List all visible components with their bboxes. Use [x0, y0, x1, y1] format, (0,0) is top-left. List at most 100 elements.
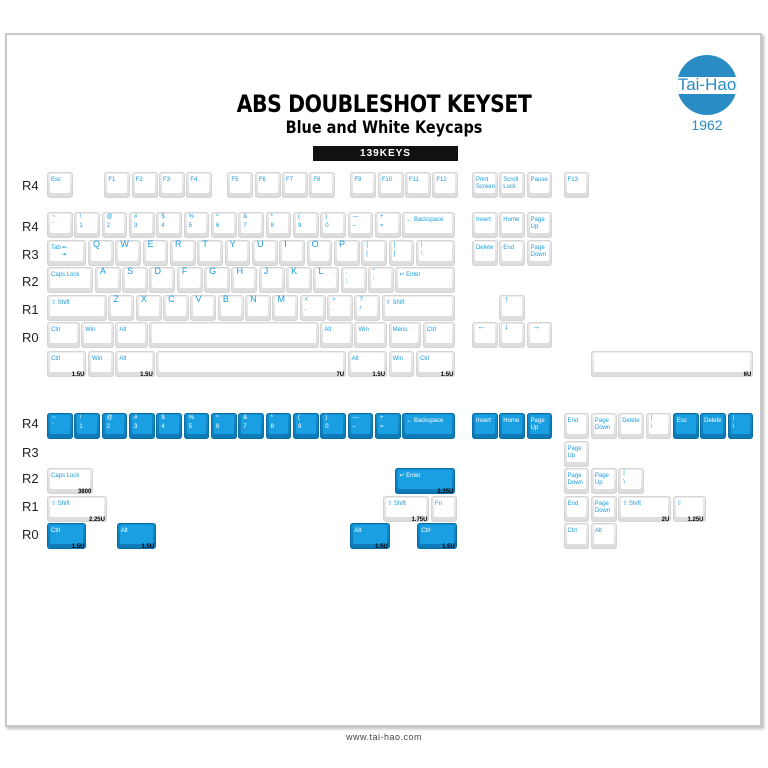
- keycap: Win: [354, 322, 388, 348]
- keycap-top: [166, 297, 186, 316]
- keycap-top: [371, 269, 391, 288]
- keycap-top: [257, 174, 278, 193]
- keycap: Z: [108, 295, 135, 321]
- key-legend: K: [291, 266, 298, 276]
- keycap: #3: [128, 212, 155, 238]
- key-legend: W: [120, 239, 129, 249]
- page-subtitle: Blue and White Keycaps: [285, 118, 483, 138]
- keycap-top: [220, 297, 241, 316]
- key-legend-shift: >: [332, 297, 336, 303]
- keycap: Win: [388, 351, 415, 377]
- key-size-label: 1.5U: [440, 372, 454, 378]
- keycap: >.: [327, 295, 353, 321]
- keycap: Scroll Lock: [499, 172, 526, 198]
- keycap-top: [261, 269, 282, 288]
- keycap: End: [563, 496, 590, 522]
- key-legend: ↑: [504, 294, 509, 304]
- keycap-top: [502, 324, 523, 343]
- keycap: ⇧ Shift: [381, 295, 456, 321]
- key-legend: End: [567, 418, 579, 424]
- key-legend-shift: *: [270, 214, 273, 220]
- keycap-top: [648, 415, 669, 434]
- keycap: |\: [618, 468, 645, 494]
- keycap-top: [529, 214, 550, 233]
- key-legend-base: 3: [133, 424, 138, 430]
- key-legend: ⇧ Shift: [387, 501, 406, 507]
- keycap: L: [313, 267, 340, 293]
- keycap: —–: [347, 413, 374, 439]
- keycap: F1: [104, 172, 131, 198]
- key-legend: Tab ⇤ ⇥: [51, 245, 68, 258]
- keycap: Fn: [430, 496, 457, 522]
- keycap: J: [258, 267, 285, 293]
- key-legend: F12: [436, 177, 447, 183]
- keycap-top: [621, 470, 642, 489]
- keycap-top: [502, 415, 523, 434]
- keycap-top: [159, 214, 180, 233]
- keycap-top: [566, 415, 587, 434]
- key-legend-shift: ^: [215, 214, 219, 220]
- keycap-top: [193, 297, 214, 316]
- keycap: T: [197, 240, 224, 266]
- key-legend: End: [567, 501, 579, 507]
- keycap: Page Up: [563, 441, 590, 467]
- keycap: (9: [292, 212, 319, 238]
- key-legend: F11: [409, 177, 419, 183]
- keycap-top: [621, 498, 669, 517]
- keycap: ← Backspace: [402, 413, 456, 439]
- key-legend-base: [: [366, 251, 368, 257]
- key-legend: ↓: [504, 321, 509, 331]
- key-legend-base: 4: [161, 223, 165, 229]
- keycap-top: [213, 415, 234, 434]
- keycap: %5: [183, 413, 210, 439]
- key-legend-shift: *: [270, 415, 273, 421]
- key-legend: Delete: [475, 245, 494, 251]
- keycap-top: [285, 174, 305, 193]
- keycap: F8: [309, 172, 336, 198]
- keycap-top: [97, 269, 118, 288]
- key-legend-base: ': [373, 278, 375, 284]
- keycap: ⇧ Shift: [47, 295, 107, 321]
- keycap: @2: [101, 212, 128, 238]
- keycap-top: [377, 214, 398, 233]
- row-label: R0: [22, 527, 39, 542]
- key-legend: ⇧ Shift: [51, 501, 70, 507]
- key-legend-base: 7: [243, 424, 247, 430]
- key-legend-shift: +: [379, 415, 384, 421]
- keycap: Delete: [618, 413, 645, 439]
- key-size-label: 1.75U: [411, 517, 428, 523]
- keycap: (9: [292, 413, 319, 439]
- website-url[interactable]: www.tai-hao.com: [345, 732, 423, 742]
- key-size-label: 1.5U: [375, 544, 388, 550]
- keycap: Home: [499, 212, 526, 238]
- keycap-top: [50, 525, 84, 544]
- keycap: Ctrl: [422, 322, 456, 348]
- keycap: Tab ⇤ ⇥: [47, 240, 87, 266]
- keycap-top: [118, 324, 145, 343]
- key-legend-shift: $: [161, 214, 165, 220]
- key-legend-shift: ~: [52, 214, 56, 220]
- key-legend: E: [147, 239, 154, 249]
- key-legend-shift: —: [352, 415, 359, 421]
- key-legend-shift: |: [732, 415, 735, 421]
- keycap-top: [50, 269, 91, 288]
- keycap: F: [176, 267, 203, 293]
- key-legend-shift: |: [650, 415, 653, 421]
- keycap: H: [231, 267, 258, 293]
- keycap: P: [333, 240, 360, 266]
- keycap: Page Down: [590, 413, 617, 439]
- key-legend-shift: @: [106, 415, 113, 421]
- keycap: ~`: [47, 413, 73, 439]
- keycap-top: [474, 174, 495, 193]
- key-legend: ⇧ Shift: [622, 501, 641, 507]
- key-size-label: 7U: [336, 372, 345, 378]
- keycap: W: [115, 239, 142, 266]
- key-legend: ⇧ Shift: [385, 300, 405, 306]
- keycap-top: [295, 415, 316, 434]
- keycap-top: [323, 324, 350, 343]
- key-size-label: 2U: [661, 517, 670, 523]
